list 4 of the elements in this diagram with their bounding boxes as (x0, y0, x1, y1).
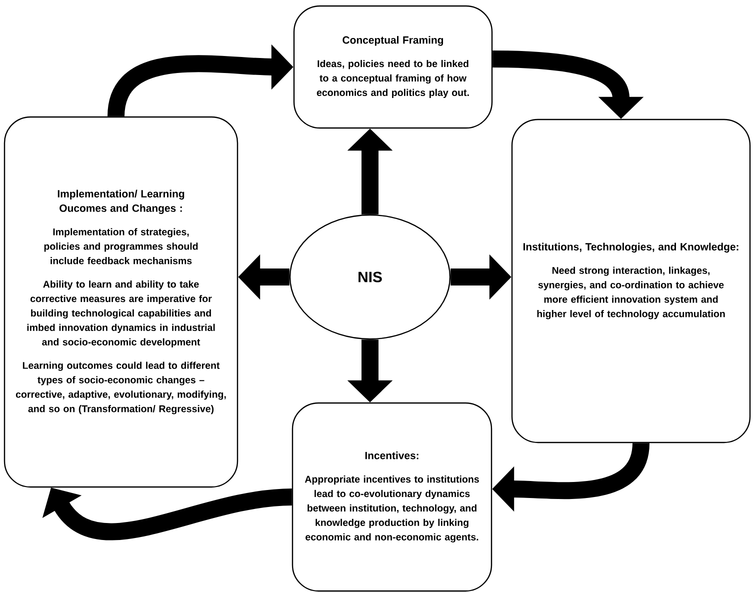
framing-box: Conceptual Framing Ideas, policies need to be linked to a conceptual framing of how economics and politics play out. (293, 5, 493, 129)
implementation-box: Implementation/ Learning Oucomes and Changes : Implementation of strategies, policies and programmes should include feedback mechanisms Ability to learn and ability to take corrective measures are imperative for building technological capabilities and imbed innovation dynamics in industrial and socio-economic development Learning outcomes could lead to different types of socio-economic changes – corrective, adaptive, evolutionary, modifying, and so on (Transformation/ Regressive) (4, 116, 238, 488)
incentives-box: Incentives: Appropriate incentives to institutions lead to co-evolutionary dynamics between institution, technology, and knowledge production by linking economic and non-economic agents. (292, 402, 492, 592)
institutions-box: Institutions, Technologies, and Knowledge: Need strong interaction, linkages, synergies, and co-ordination to achieve more efficient innovation system and higher level of technology accumulation (511, 118, 751, 444)
